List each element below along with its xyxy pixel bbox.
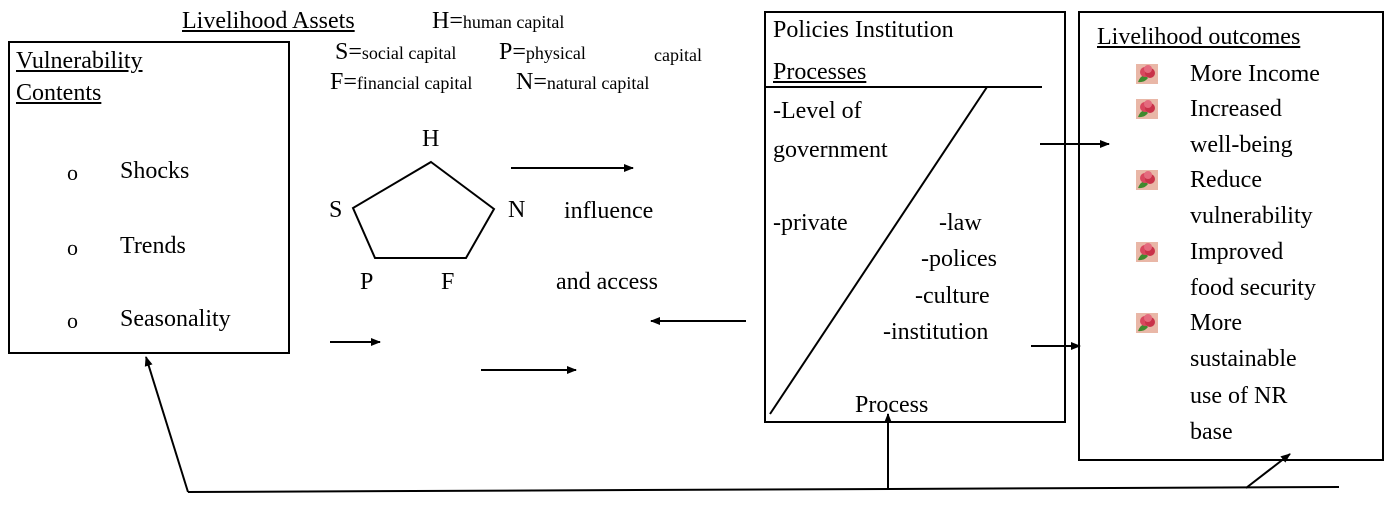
legend-f-val: financial capital <box>356 73 473 93</box>
outcome-item-line: Reduce <box>1190 167 1262 193</box>
flower-bullet-icon <box>1136 170 1158 190</box>
feedback-arrow-outcomes <box>1245 453 1291 489</box>
legend-h: H=human capital <box>432 9 564 33</box>
policies-law: -law <box>939 210 982 236</box>
policies-process: Process <box>855 392 929 418</box>
vulnerability-item-trends: Trends <box>120 233 186 259</box>
legend-n-key: N= <box>516 69 547 95</box>
flower-bullet-icon <box>1136 64 1158 84</box>
pentagon-label-n: N <box>508 197 526 223</box>
access-label: and access <box>556 269 658 295</box>
policies-culture: -culture <box>915 283 990 309</box>
pentagon-label-h: H <box>422 126 440 152</box>
outcome-item-line: vulnerability <box>1190 203 1313 229</box>
policies-institution: -institution <box>883 319 989 345</box>
assets-pentagon <box>351 160 496 259</box>
outcome-item-line: Improved <box>1190 239 1284 265</box>
policies-polices: -polices <box>921 246 997 272</box>
policies-level-1: -Level of <box>773 98 862 124</box>
feedback-bottom-line <box>187 486 1340 493</box>
vulnerability-item-seasonality: Seasonality <box>120 306 231 332</box>
flower-bullet-icon <box>1136 313 1158 333</box>
policies-private: -private <box>773 210 848 236</box>
influence-label: influence <box>564 198 654 224</box>
policies-diagonal <box>769 86 988 415</box>
outcomes-title: Livelihood outcomes <box>1097 24 1301 50</box>
legend-n-val: natural capital <box>546 73 650 93</box>
policies-box <box>764 11 1066 423</box>
legend-h-val: human capital <box>462 12 565 32</box>
vulnerability-box <box>8 41 290 354</box>
bullet-icon: o <box>67 160 78 185</box>
legend-p-val: physical <box>525 43 586 63</box>
outcome-item-line: More Income <box>1190 61 1320 87</box>
vulnerability-title-1: Vulnerability <box>16 48 143 74</box>
legend-f-key: F= <box>330 69 357 95</box>
policies-title-1: Policies Institution <box>773 17 954 43</box>
flower-bullet-icon <box>1136 242 1158 262</box>
vulnerability-item-shocks: Shocks <box>120 158 190 184</box>
outcome-item-line: Increased <box>1190 96 1282 122</box>
pentagon-label-f: F <box>441 269 455 295</box>
pentagon-label-p: P <box>360 269 374 295</box>
outcome-item-line: use of NR <box>1190 383 1288 409</box>
legend-s-key: S= <box>335 39 362 65</box>
outcome-item-line: food security <box>1190 275 1316 301</box>
legend-p-key: P= <box>499 39 526 65</box>
legend-s-val: social capital <box>361 43 457 63</box>
legend-s: S=social capital <box>335 40 456 64</box>
outcomes-box <box>1078 11 1384 461</box>
feedback-arrow-vulnerability <box>144 356 189 493</box>
flower-bullet-icon <box>1136 99 1158 119</box>
legend-p: P=physical <box>499 40 586 64</box>
policies-level-2: government <box>773 137 888 163</box>
bullet-icon: o <box>67 308 78 333</box>
bullet-icon: o <box>67 235 78 260</box>
outcome-item-line: well-being <box>1190 132 1293 158</box>
legend-f: F=financial capital <box>330 70 472 94</box>
outcome-item-line: base <box>1190 419 1233 445</box>
assets-title: Livelihood Assets <box>182 8 355 34</box>
outcome-item-line: sustainable <box>1190 346 1297 372</box>
policies-title-2: Processes <box>773 59 867 85</box>
legend-n: N=natural capital <box>516 70 649 94</box>
pentagon-label-s: S <box>329 197 343 223</box>
vulnerability-title-2: Contents <box>16 80 102 106</box>
legend-p-val2: capital <box>654 45 702 65</box>
outcome-item-line: More <box>1190 310 1242 336</box>
legend-h-key: H= <box>432 8 463 34</box>
